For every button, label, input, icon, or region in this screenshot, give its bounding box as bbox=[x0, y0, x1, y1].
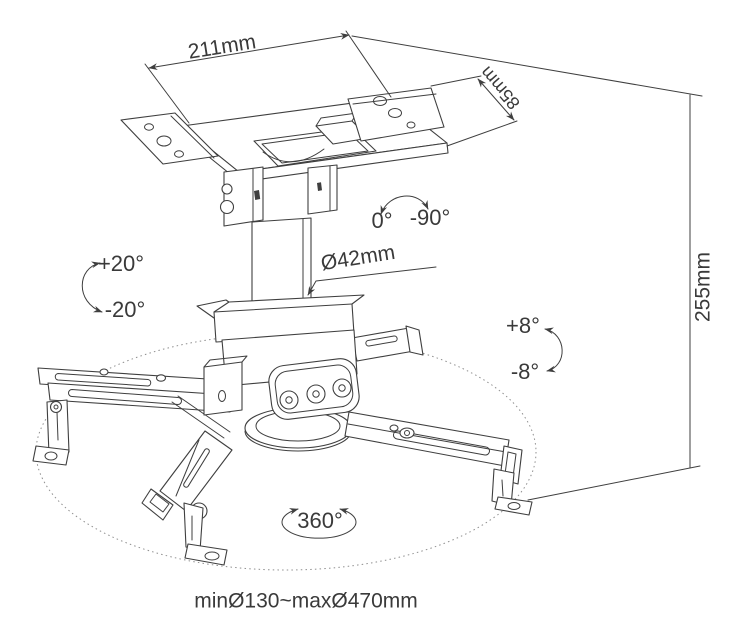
rear-arms bbox=[32, 325, 424, 466]
front-arms bbox=[141, 411, 533, 566]
rotation-guide-ellipse bbox=[35, 333, 537, 571]
rotation-zero-label: 0° bbox=[371, 208, 393, 233]
projector-plate bbox=[268, 358, 360, 420]
dim-height-label: 255mm bbox=[691, 251, 715, 323]
tilt-up-label: +20° bbox=[97, 251, 145, 276]
plate-clamps bbox=[219, 164, 338, 227]
mount-range-label: minØ130~maxØ470mm bbox=[194, 589, 418, 613]
rotation-minus90-label: -90° bbox=[409, 205, 451, 230]
ceiling-plate bbox=[120, 87, 449, 183]
swivel-minus-label: -8° bbox=[510, 359, 540, 384]
full-rotation-label: 360° bbox=[297, 508, 343, 533]
swivel-plus-label: +8° bbox=[506, 313, 540, 338]
tilt-down-label: -20° bbox=[104, 297, 146, 322]
dimension-lines bbox=[81, 30, 703, 539]
mount-head bbox=[196, 294, 365, 452]
